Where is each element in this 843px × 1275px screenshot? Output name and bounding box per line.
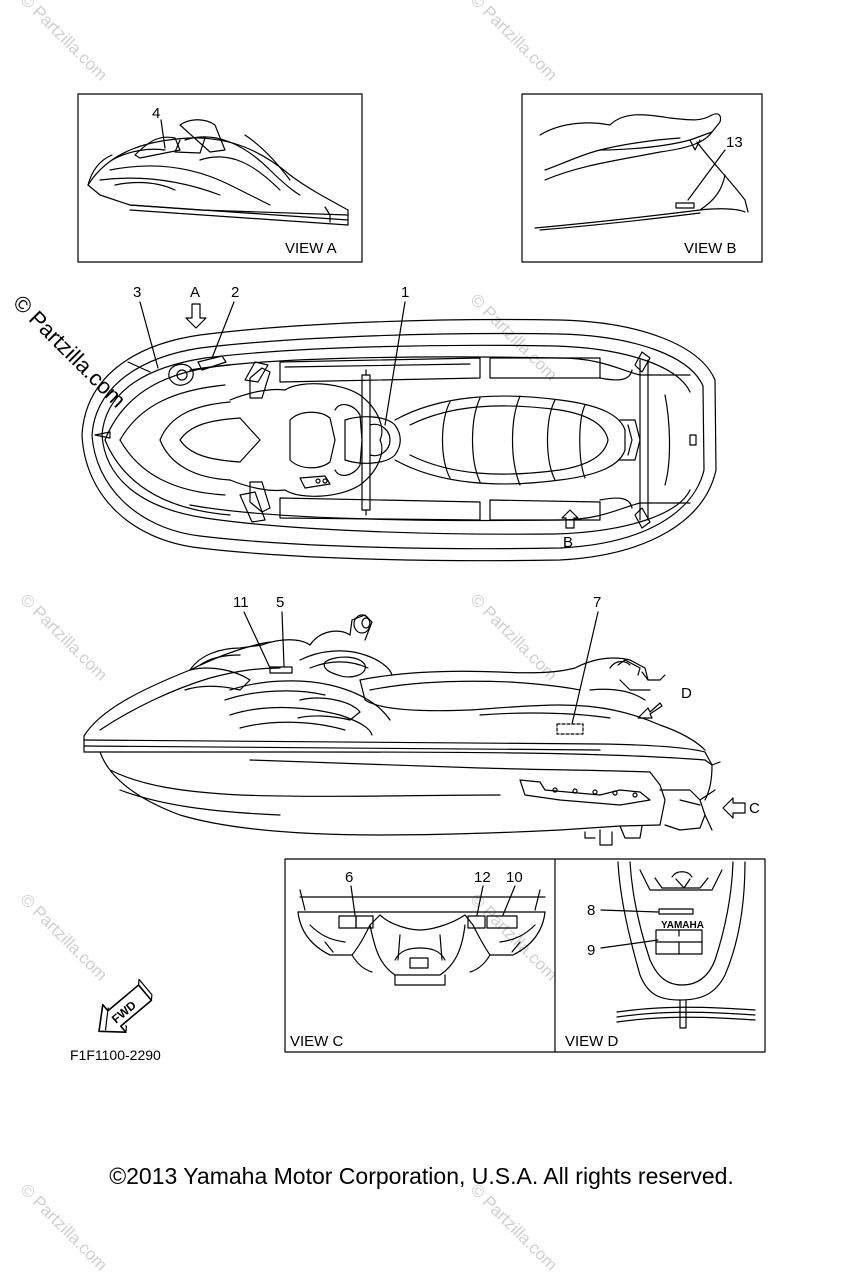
yamaha-badge: YAMAHA xyxy=(661,920,704,931)
arrow-b-label: B xyxy=(563,534,573,551)
leader-9 xyxy=(600,939,659,949)
view-cd-frame xyxy=(284,858,766,1053)
callout-5: 5 xyxy=(276,594,284,611)
arrow-c-label: C xyxy=(749,800,760,817)
view-b-frame xyxy=(521,93,763,263)
side-view-hull xyxy=(83,614,721,846)
view-a-label: VIEW A xyxy=(285,240,337,257)
fwd-label: FWD xyxy=(109,998,139,1027)
leader-7 xyxy=(571,611,599,725)
callout-6: 6 xyxy=(345,869,353,886)
leader-12 xyxy=(476,885,484,916)
callout-11: 11 xyxy=(233,594,249,611)
view-c-drawing xyxy=(297,889,546,986)
arrow-b-icon xyxy=(561,509,579,529)
fwd-arrow-icon xyxy=(98,978,153,1034)
view-d-drawing xyxy=(616,861,756,1029)
leader-3 xyxy=(139,301,159,369)
copyright: ©2013 Yamaha Motor Corporation, U.S.A. A… xyxy=(109,1163,734,1189)
part-code: F1F1100-2290 xyxy=(70,1047,161,1063)
view-b-label: VIEW B xyxy=(684,240,737,257)
callout-9: 9 xyxy=(587,942,595,959)
leader-6 xyxy=(350,885,356,916)
callout-4: 4 xyxy=(152,105,160,122)
view-c-label: VIEW C xyxy=(290,1033,344,1050)
callout-13: 13 xyxy=(726,134,743,151)
callout-3: 3 xyxy=(133,284,141,301)
leader-5 xyxy=(281,611,285,667)
callout-10: 10 xyxy=(506,869,523,886)
top-view-hull xyxy=(81,318,717,562)
callout-12: 12 xyxy=(474,869,491,886)
parts-diagram: 4 VIEW A 13 VIEW B xyxy=(70,93,766,1063)
leader-10 xyxy=(502,885,516,916)
leader-2 xyxy=(211,301,235,359)
callout-2: 2 xyxy=(231,284,239,301)
arrow-c-icon xyxy=(722,797,746,819)
callout-7: 7 xyxy=(593,594,601,611)
arrow-d-icon xyxy=(637,702,663,719)
callout-8: 8 xyxy=(587,902,595,919)
callout-1: 1 xyxy=(401,284,409,301)
view-a-drawing xyxy=(87,119,349,226)
leader-8 xyxy=(600,909,659,913)
view-b-drawing xyxy=(534,113,749,231)
arrow-a-icon xyxy=(185,303,207,329)
leader-11 xyxy=(243,611,271,669)
view-a-frame xyxy=(77,93,363,263)
leader-1 xyxy=(384,301,406,426)
arrow-a-label: A xyxy=(190,284,200,301)
view-d-label: VIEW D xyxy=(565,1033,619,1050)
arrow-d-label: D xyxy=(681,685,692,702)
